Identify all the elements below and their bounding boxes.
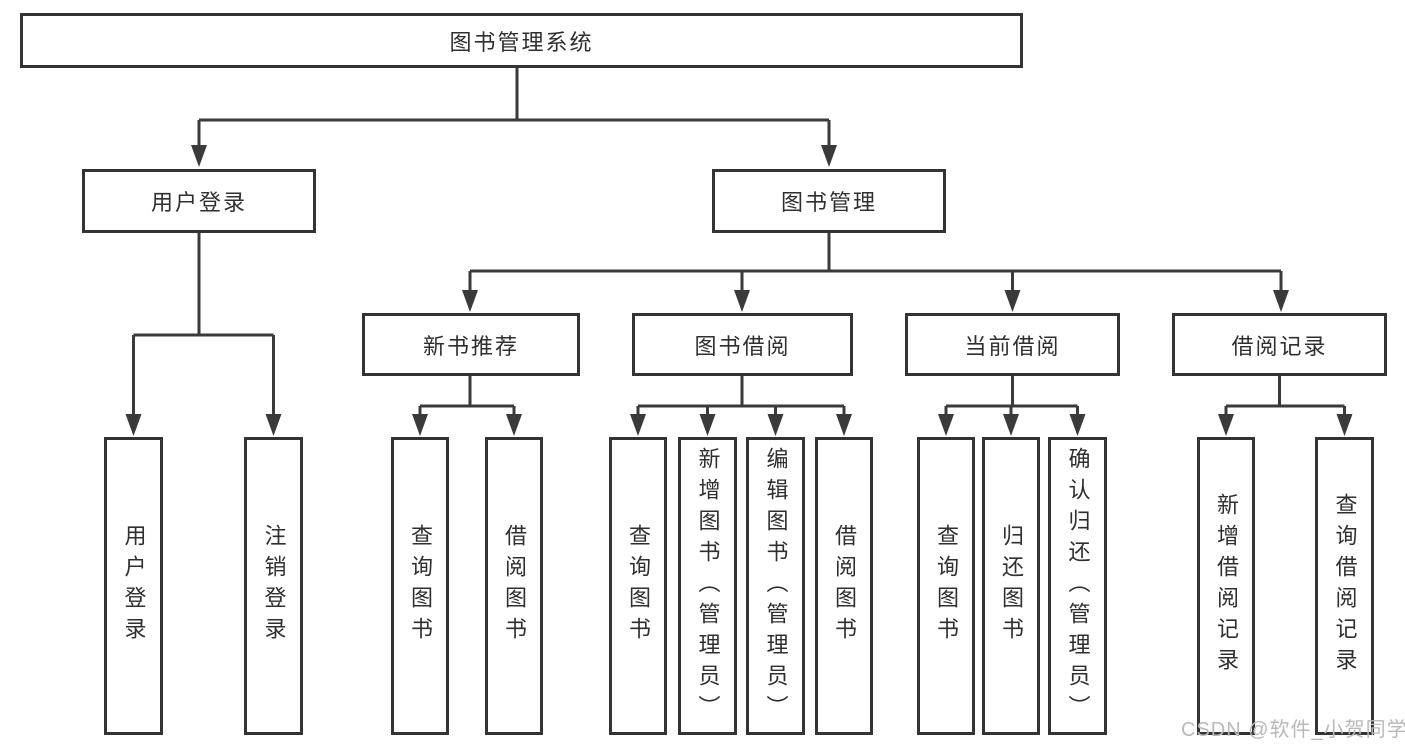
node-new-book-recommend: 新书推荐 <box>362 313 580 376</box>
connector-book-management-children <box>462 233 1289 312</box>
node-leaf-logout-label: 注销登录 <box>261 524 287 648</box>
node-book-borrowing: 图书借阅 <box>632 313 853 376</box>
node-book-management: 图书管理 <box>712 169 946 233</box>
node-recd-query-record-label: 查询借阅记录 <box>1332 493 1358 679</box>
node-bor-add-books: 新增图书（管理员） <box>678 437 737 735</box>
node-recd-add-record: 新增借阅记录 <box>1197 437 1255 735</box>
node-recd-query-record: 查询借阅记录 <box>1315 437 1374 735</box>
node-cur-return-books-label: 归还图书 <box>999 524 1024 648</box>
node-leaf-logout: 注销登录 <box>244 437 303 735</box>
node-bor-edit-books-label: 编辑图书（管理员） <box>763 446 789 726</box>
node-bor-borrow-books: 借阅图书 <box>815 437 873 735</box>
connector-new-book-recommend-children <box>412 376 522 436</box>
node-user-login-label: 用户登录 <box>150 190 247 215</box>
node-cur-query-books-label: 查询图书 <box>934 524 959 648</box>
csdn-watermark: CSDN @软件_小贺同学 <box>1181 719 1405 741</box>
node-rec-borrow-books-label: 借阅图书 <box>502 524 527 648</box>
node-cur-return-books: 归还图书 <box>982 437 1040 735</box>
node-bor-query-books: 查询图书 <box>609 437 667 735</box>
node-bor-add-books-label: 新增图书（管理员） <box>695 446 721 726</box>
node-book-borrowing-label: 图书借阅 <box>694 333 791 359</box>
node-bor-borrow-books-label: 借阅图书 <box>832 524 857 648</box>
node-recd-add-record-label: 新增借阅记录 <box>1214 493 1239 679</box>
node-root: 图书管理系统 <box>20 13 1023 68</box>
connector-borrowing-records-children <box>1218 376 1353 436</box>
node-rec-query-books: 查询图书 <box>391 437 449 735</box>
node-borrowing-records-label: 借阅记录 <box>1231 333 1328 359</box>
node-new-book-recommend-label: 新书推荐 <box>422 333 519 359</box>
node-current-borrowing-label: 当前借阅 <box>964 333 1061 359</box>
node-current-borrowing: 当前借阅 <box>905 313 1120 376</box>
connector-current-borrowing-children <box>938 376 1086 436</box>
node-leaf-user-login: 用户登录 <box>104 437 163 735</box>
node-cur-query-books: 查询图书 <box>917 437 975 735</box>
node-rec-borrow-books: 借阅图书 <box>485 437 543 735</box>
node-root-label: 图书管理系统 <box>449 29 594 55</box>
connector-root-to-level2 <box>191 68 837 167</box>
connector-user-login-children <box>125 233 282 436</box>
node-user-login: 用户登录 <box>82 169 316 233</box>
node-bor-query-books-label: 查询图书 <box>626 524 651 648</box>
connector-book-borrowing-children <box>630 376 852 436</box>
node-cur-confirm-return: 确认归还（管理员） <box>1048 437 1107 735</box>
node-bor-edit-books: 编辑图书（管理员） <box>746 437 805 735</box>
node-borrowing-records: 借阅记录 <box>1172 313 1387 376</box>
node-leaf-user-login-label: 用户登录 <box>121 524 147 648</box>
node-cur-confirm-return-label: 确认归还（管理员） <box>1065 446 1091 726</box>
node-book-management-label: 图书管理 <box>780 190 877 215</box>
node-rec-query-books-label: 查询图书 <box>408 524 433 648</box>
